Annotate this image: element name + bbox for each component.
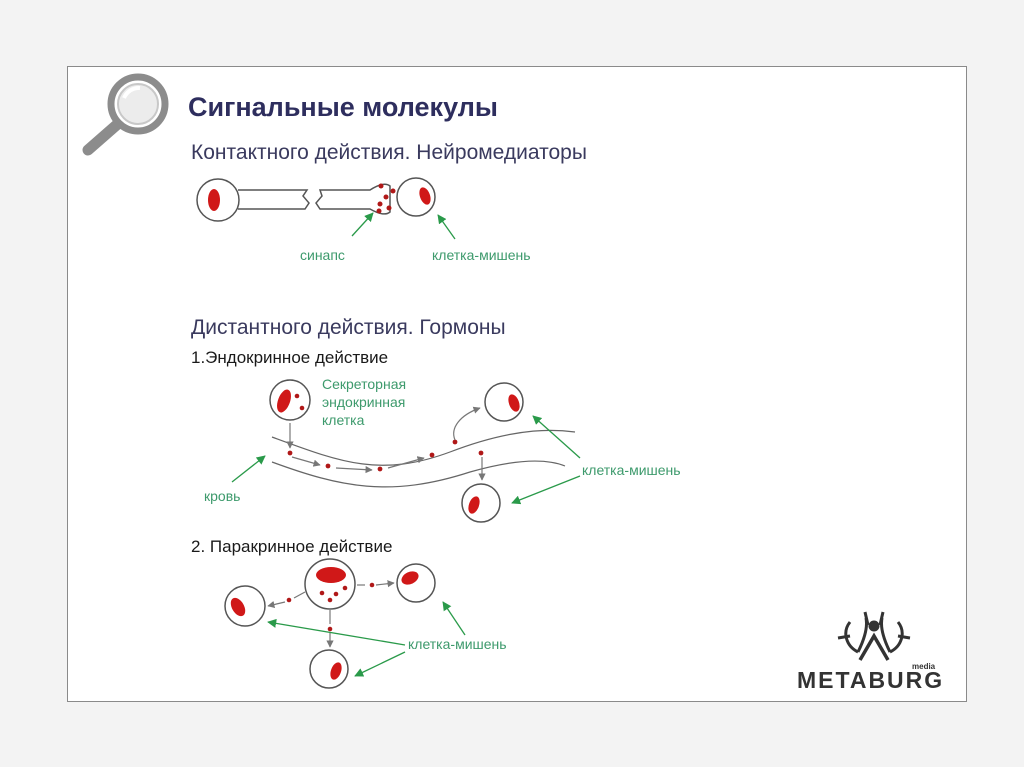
paracrine-diagram [224,558,466,689]
page-title: Сигнальные молекулы [188,92,498,122]
contact-target-label: клетка-мишень [432,247,531,263]
contact-heading: Контактного действия. Нейромедиаторы [191,141,587,164]
neuron-nucleus [208,189,220,211]
logo-media-text: media [912,662,936,671]
slide-frame [67,66,967,702]
paracrine-target-label: клетка-мишень [408,636,507,652]
neuron-diagram [196,177,456,240]
logo-wordmark: METABURG [797,667,945,693]
secretory-label-line-3: клетка [322,412,365,428]
paracrine-target-cell-left [224,585,266,627]
secretory-label-line-2: эндокринная [322,394,406,410]
paracrine-target-cell-bottom [309,649,349,689]
contact-target-arrow [437,214,456,240]
neurotransmitter-dots [376,183,396,214]
blood-label: кровь [204,488,241,504]
metaburg-logo-icon [837,611,911,661]
synapse-arrow [351,212,374,237]
distant-heading: Дистантного действия. Гормоны [191,316,506,339]
paracrine-heading: 2. Паракринное действие [191,537,393,556]
synapse-label: синапс [300,247,345,263]
endocrine-target-cell-top [484,382,524,422]
endocrine-heading: 1.Эндокринное действие [191,348,389,367]
secretory-nucleus [277,389,291,413]
endocrine-target-cell-bottom [461,483,501,523]
endocrine-diagram [231,379,581,523]
target-nucleus [419,187,431,205]
vessel-wall-bottom [271,460,566,488]
endocrine-target-label: клетка-мишень [582,462,681,478]
vessel-wall-top [271,429,576,466]
blood-arrow [231,455,266,483]
target-cell [396,177,436,217]
secretory-label-line-1: Секреторная [322,376,407,392]
